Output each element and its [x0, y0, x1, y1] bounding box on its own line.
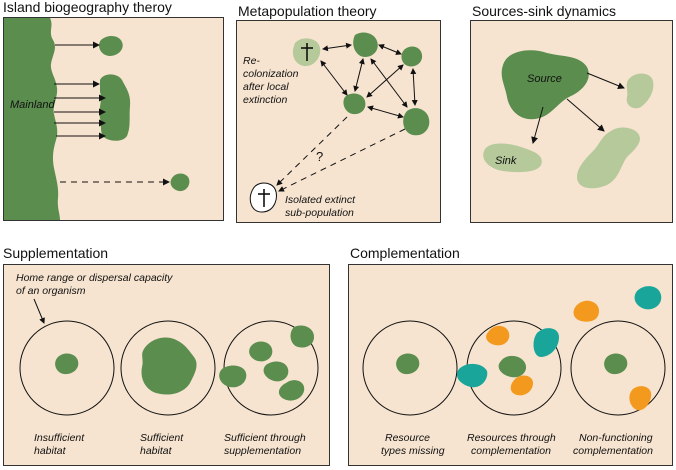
multiple-small-habitats	[219, 325, 314, 401]
home-range-circle-2	[120, 320, 216, 416]
title-source-sink: Sources-sink dynamics	[472, 3, 616, 19]
dagger-cross-icon	[301, 43, 313, 61]
recolonization-line-2: colonization	[243, 68, 299, 80]
patch-right	[403, 108, 430, 136]
orange-resource	[510, 375, 533, 396]
teal-resource	[533, 328, 559, 357]
caption-missing-1: Resource	[385, 432, 430, 444]
home-range-note-line-2: of an organism	[16, 285, 86, 297]
caption-nonfunctioning-2: complementation	[573, 445, 653, 457]
sink-patch-top-right	[626, 73, 654, 109]
caption-missing-2: types missing	[381, 445, 445, 457]
home-range-circle-3	[570, 320, 666, 416]
dispersal-arrows	[320, 42, 418, 119]
panel-source-sink: Source Sink	[470, 20, 673, 223]
small-island-far	[170, 173, 190, 192]
small-island-top	[99, 36, 123, 56]
caption-insufficient-1: Insufficient	[34, 432, 85, 444]
small-habitat	[55, 353, 79, 375]
colonization-arrows	[54, 41, 170, 186]
caption-sufficient-2: habitat	[140, 445, 173, 457]
mainland-label: Mainland	[10, 99, 56, 111]
caption-through-2: complementation	[471, 445, 551, 457]
metapopulation-diagram: Re- colonization after local extinction …	[243, 32, 430, 219]
teal-resources	[456, 286, 662, 388]
panel-island-biogeography: Mainland	[3, 17, 224, 221]
habitat-patch	[278, 380, 305, 401]
title-supplementation: Supplementation	[3, 245, 109, 261]
teal-resource	[634, 286, 662, 310]
source-sink-diagram: Source Sink	[483, 50, 654, 189]
teal-resource	[456, 363, 488, 388]
panel-supplementation: Home range or dispersal capacity of an o…	[3, 264, 330, 466]
home-range-pointer	[33, 298, 45, 324]
caption-insufficient-2: habitat	[34, 445, 67, 457]
habitat-patch	[219, 365, 247, 388]
caption-sufficient-1: Sufficient	[140, 432, 184, 444]
green-habitat-1	[396, 353, 420, 375]
panel-complementation: Resource types missing Resources through…	[348, 264, 673, 466]
orange-resources	[486, 300, 652, 411]
caption-supplementation-2: supplementation	[224, 445, 301, 457]
sink-patch-bottom-right	[577, 127, 640, 189]
habitat-patch	[263, 361, 289, 382]
complementation-diagram: Resource types missing Resources through…	[362, 286, 666, 457]
home-range-circle-1	[19, 320, 115, 416]
habitat-patch	[290, 325, 314, 348]
mainland-shape	[4, 18, 60, 220]
source-patch	[501, 50, 589, 120]
isolated-line-2: sub-population	[285, 207, 354, 219]
dagger-cross-icon	[258, 189, 270, 207]
orange-resource	[486, 325, 510, 346]
panel-metapopulation: Re- colonization after local extinction …	[236, 20, 441, 223]
orange-resource	[573, 300, 599, 322]
green-habitat-3	[604, 353, 628, 375]
isolated-line-1: Isolated extinct	[285, 194, 356, 206]
island-diagram: Mainland	[4, 18, 190, 220]
patch-top-right	[401, 46, 423, 67]
home-range-note-line-1: Home range or dispersal capacity	[16, 272, 173, 284]
recolonization-line-3: after local	[243, 81, 289, 93]
habitat-patch	[249, 341, 273, 362]
title-complementation: Complementation	[350, 245, 460, 261]
sink-label: Sink	[495, 155, 517, 167]
dashed-arrows-to-isolated	[276, 116, 406, 192]
title-island-biogeography: Island biogeography theroy	[3, 0, 172, 15]
large-habitat	[141, 337, 197, 395]
source-sink-arrows	[531, 72, 625, 144]
caption-supplementation-1: Sufficient through	[224, 432, 306, 444]
large-island-near	[99, 74, 131, 141]
caption-through-1: Resources through	[467, 432, 556, 444]
title-metapopulation: Metapopulation theory	[238, 3, 377, 19]
recolonization-line-1: Re-	[243, 55, 260, 67]
caption-nonfunctioning-1: Non-functioning	[579, 432, 653, 444]
orange-resource	[629, 386, 652, 411]
patch-top-center	[353, 32, 378, 57]
home-range-circle-1	[362, 320, 458, 416]
supplementation-diagram: Home range or dispersal capacity of an o…	[16, 272, 319, 457]
sink-patch-left	[483, 143, 542, 173]
green-habitat-2	[498, 355, 527, 378]
source-label: Source	[527, 73, 562, 85]
question-mark: ?	[316, 149, 323, 164]
patch-middle	[343, 93, 366, 115]
recolonization-line-4: extinction	[243, 94, 288, 106]
